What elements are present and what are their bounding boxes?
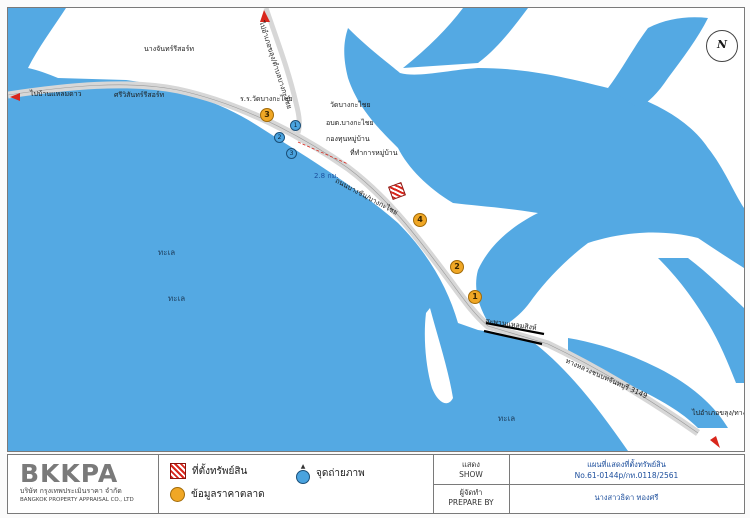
market-swatch <box>170 487 185 502</box>
symbol-legend-cell: ที่ตั้งทรัพย์สิน ข้อมูลราคาตลาด ▲ จุดถ่า… <box>158 455 434 513</box>
company-mark: BKKPA <box>20 459 119 488</box>
company-logo-cell: BKKPA บริษัท กรุงเทพประเมินราคา จำกัด BA… <box>8 455 159 513</box>
sea-label: ทะเล <box>168 294 186 303</box>
legend-property-item: ที่ตั้งทรัพย์สิน <box>170 463 247 479</box>
school-label: ร.ร.วัดบางกะไชย <box>240 95 293 103</box>
west-destination-label: ไปบ้านแหลมดาว <box>30 90 82 98</box>
village-fund-label: กองทุนหมู่บ้าน <box>326 135 370 143</box>
company-name-en: BANGKOK PROPERTY APPRAISAL CO., LTD <box>20 497 134 503</box>
company-name-th: บริษัท กรุงเทพประเมินราคา จำกัด <box>20 487 122 495</box>
legend-photo-label: จุดถ่ายภาพ <box>316 468 365 479</box>
market-data-marker[interactable]: 2 <box>450 260 464 274</box>
photo-point-marker[interactable]: 3 <box>286 148 297 159</box>
show-label-en: SHOW <box>459 470 483 479</box>
village-office-label: ที่ทำการหมู่บ้าน <box>350 149 398 157</box>
temple-label: วัดบางกะไชย <box>330 101 371 109</box>
show-label-th: แสดง <box>462 460 480 469</box>
photo-swatch <box>296 470 310 484</box>
sea-area <box>8 8 628 451</box>
legend-market-item: ข้อมูลราคาตลาด <box>170 487 265 502</box>
job-number: No.61-0144p/กท.0118/2561 <box>574 471 679 480</box>
legend-title-block: BKKPA บริษัท กรุงเทพประเมินราคา จำกัด BA… <box>7 454 745 514</box>
title-block-values: แผนที่แสดงที่ตั้งทรัพย์สิน No.61-0144p/ก… <box>509 455 744 513</box>
legend-property-label: ที่ตั้งทรัพย์สิน <box>192 465 248 477</box>
resort-west-label: ศรีวิสันทร์รีสอร์ท <box>114 91 165 99</box>
east-destination-label: ไปอำเภอขลุง/ทาง <box>692 409 745 417</box>
tambon-office-label: อบต.บางกะไชย <box>326 119 374 127</box>
prepare-label-en: PREPARE BY <box>448 498 494 507</box>
north-arrow: N <box>706 30 738 62</box>
property-swatch <box>170 463 186 479</box>
north-arrow-letter: N <box>716 38 728 51</box>
photo-symbol-arrow: ▲ <box>300 463 306 470</box>
legend-photo-item: ▲ จุดถ่ายภาพ <box>296 463 365 484</box>
photo-point-marker[interactable]: 2 <box>274 132 285 143</box>
sea-label: ทะเล <box>158 248 176 257</box>
photo-point-marker[interactable]: 1 <box>290 120 301 131</box>
sea-label: ทะเล <box>498 414 516 423</box>
market-data-marker[interactable]: 4 <box>413 213 427 227</box>
location-map[interactable]: N ไปบ้านแหลมดาว ไปอำเภอขลุง/ตำบลบางกะไชย… <box>7 7 745 452</box>
company-logo: BKKPA บริษัท กรุงเทพประเมินราคา จำกัด BA… <box>20 459 134 503</box>
market-data-marker[interactable]: 3 <box>260 108 274 122</box>
prepare-label-th: ผู้จัดทำ <box>459 488 483 497</box>
map-title: แผนที่แสดงที่ตั้งทรัพย์สิน <box>587 460 666 469</box>
title-block-labels: แสดง SHOW ผู้จัดทำ PREPARE BY <box>433 455 510 513</box>
resort-north-label: นางจันทร์รีสอร์ท <box>144 45 195 53</box>
legend-market-label: ข้อมูลราคาตลาด <box>191 489 265 500</box>
market-data-marker[interactable]: 1 <box>468 290 482 304</box>
distance-label: 2.8 กม. <box>314 172 339 180</box>
preparer-name: นางสาวธิดา ทองศรี <box>594 493 659 502</box>
